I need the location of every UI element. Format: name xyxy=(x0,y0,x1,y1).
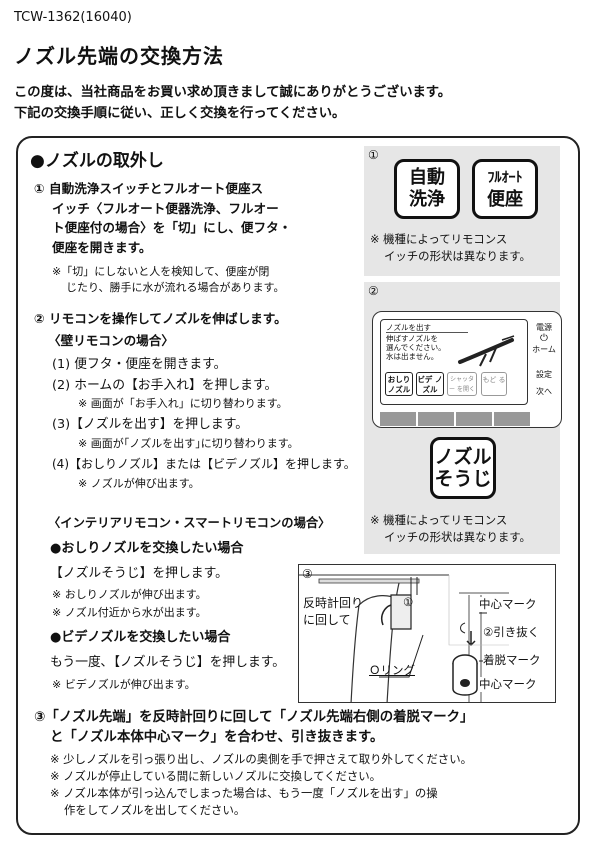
step2-item-4: (4)【おしりノズル】または【ビデノズル】を押します。 xyxy=(52,457,356,471)
screen-title: ノズルを出す xyxy=(386,323,468,333)
wall-remote-heading: 〈壁リモコンの場合〉 xyxy=(48,333,174,348)
interior-remote-heading: 〈インテリアリモコン・スマートリモコンの場合〉 xyxy=(48,516,331,530)
nozzle-clean-line-1: ノズル xyxy=(434,446,492,468)
figure-2-label: ② xyxy=(368,284,379,298)
attach-mark-label: 着脱マーク xyxy=(483,653,541,668)
figure-3-panel: ③ 反時計回り に回して ① 中心マーク ②引き抜く 着脱マーク 中心マーク Ｏ… xyxy=(298,564,556,703)
step1-line-1: ① 自動洗浄スイッチとフルオート便座ス xyxy=(34,181,264,196)
step2-item-3: (3)【ノズルを出す】を押します。 xyxy=(52,417,249,432)
center-mark-label-2: 中心マーク xyxy=(479,677,537,692)
figure-1-label: ① xyxy=(368,148,379,162)
bide-heading: ●ビデノズルを交換したい場合 xyxy=(50,630,231,645)
step1-note-2: じたり、勝手に水が流れる場合があります。 xyxy=(66,281,285,294)
screen-button-bide: ビデ ノズル xyxy=(416,372,444,396)
product-code: TCW-1362(16040) xyxy=(14,10,132,25)
step3-note-1: ※ 少しノズルを引っ張り出し、ノズルの奥側を手で押さえて取り外してください。 xyxy=(50,752,472,766)
step2-item-2-note: ※ 画面が「お手入れ」に切り替わります。 xyxy=(78,397,288,410)
figure-1-note-1: ※ 機種によってリモコンス xyxy=(370,232,508,246)
nozzle-removal-illustration xyxy=(299,574,509,702)
rotate-line-2: に回して xyxy=(303,613,351,627)
full-auto-line-2: 便座 xyxy=(487,189,523,210)
remote-key-1 xyxy=(380,412,416,426)
screen-button-shutter: シャッター を開く xyxy=(447,372,477,396)
step1-note-1: ※「切」にしないと人を検知して、便座が閉 xyxy=(52,265,270,278)
center-mark-label-1: 中心マーク xyxy=(479,597,537,612)
intro-line-1: この度は、当社商品をお買い求め頂きまして誠にありがとうございます。 xyxy=(14,85,452,100)
oshiri-heading: ●おしりノズルを交換したい場合 xyxy=(50,541,244,556)
pull-out-label: ②引き抜く xyxy=(483,625,540,640)
remote-screen-text: ノズルを出す 伸ばすノズルを 選んでください。 水は出ません。 xyxy=(386,323,468,361)
step1-line-4: 便座を開きます。 xyxy=(52,239,152,255)
figure-1-note: ※ 機種によってリモコンス イッチの形状は異なります。 xyxy=(370,231,531,265)
content-frame xyxy=(16,136,580,835)
page-title: ノズル先端の交換方法 xyxy=(14,44,224,68)
remote-key-2 xyxy=(418,412,454,426)
step1-text: ① 自動洗浄スイッチとフルオート便座ス イッチ〈フルオート便器洗浄、フルオー ト… xyxy=(34,179,291,257)
step1-line-2: イッチ〈フルオート便器洗浄、フルオー xyxy=(52,200,279,216)
oshiri-text: 【ノズルそうじ】を押します。 xyxy=(50,566,228,581)
rotate-step-marker: ① xyxy=(403,595,414,609)
nozzle-clean-button: ノズルそうじ xyxy=(430,437,496,499)
next-label: 次へ xyxy=(536,387,552,396)
step3-line-2: と「ノズル本体中心マーク」を合わせ、引き抜きます。 xyxy=(50,730,384,745)
figure-2-note-2: イッチの形状は異なります。 xyxy=(384,530,531,544)
intro-line-2: 下記の交換手順に従い、正しく交換を行ってください。 xyxy=(14,106,346,121)
oshiri-note-2: ※ ノズル付近から水が出ます。 xyxy=(52,606,207,619)
nozzle-clean-line-2: そうじ xyxy=(434,468,492,490)
screen-line-1: 伸ばすノズルを xyxy=(386,334,439,343)
step2-item-1: (1) 便フタ・便座を開きます。 xyxy=(52,357,227,372)
power-icon: ⏻ xyxy=(540,333,548,344)
screen-button-oshiri: おしり ノズル xyxy=(385,372,413,396)
screen-line-3: 水は出ません。 xyxy=(386,352,439,361)
full-auto-line-1: ﾌﾙｵｰﾄ xyxy=(487,170,523,186)
remote-key-3 xyxy=(456,412,492,426)
figure-3-label: ③ xyxy=(302,567,313,581)
step1-line-3: ト便座付の場合〉を「切」にし、便フタ・ xyxy=(52,220,292,235)
figure-1-note-2: イッチの形状は異なります。 xyxy=(384,249,531,263)
auto-flush-line-1: 自動 xyxy=(409,167,445,188)
remote-side-labels: 電源 ⏻ ホーム 設定 次へ xyxy=(532,322,556,397)
auto-flush-line-2: 洗浄 xyxy=(409,189,445,210)
step3-note-2: ※ ノズルが停止している間に新しいノズルに交換してください。 xyxy=(50,769,382,783)
step2-items: (1) 便フタ・便座を開きます。 (2) ホームの【お手入れ】を押します。 ※ … xyxy=(52,355,356,492)
step2-heading: ② リモコンを操作してノズルを伸ばします。 xyxy=(34,311,287,326)
step3-note-4: 作をしてノズルを出してください。 xyxy=(64,803,246,817)
oring-label: Ｏリング xyxy=(369,663,415,677)
step3-line-1: ③「ノズル先端」を反時計回りに回して「ノズル先端右側の着脱マーク」 xyxy=(34,710,474,725)
full-auto-seat-button: ﾌﾙｵｰﾄ 便座 xyxy=(472,159,538,219)
step3-note-3: ※ ノズル本体が引っ込んでしまった場合は、もう一度「ノズルを出す」の操 xyxy=(50,786,438,800)
auto-flush-button: 自動洗浄 xyxy=(394,159,460,219)
home-label: ホーム xyxy=(532,345,556,354)
rotate-line-1: 反時計回り xyxy=(303,596,364,610)
home-icon xyxy=(532,355,556,369)
oshiri-note-1: ※ おしりノズルが伸び出ます。 xyxy=(52,588,207,601)
figure-2-note: ※ 機種によってリモコンス イッチの形状は異なります。 xyxy=(370,512,531,546)
screen-button-back: もど る xyxy=(481,372,507,396)
rotate-instruction: 反時計回り に回して xyxy=(303,595,363,629)
settings-label: 設定 xyxy=(536,370,552,379)
step2-item-2: (2) ホームの【お手入れ】を押します。 xyxy=(52,378,278,393)
nozzle-illustration xyxy=(458,335,515,367)
bide-text: もう一度､【ノズルそうじ】を押します。 xyxy=(50,655,286,670)
step1-notes: ※「切」にしないと人を検知して、便座が閉 じたり、勝手に水が流れる場合があります… xyxy=(52,264,284,296)
remote-screen xyxy=(380,319,528,405)
intro-text: この度は、当社商品をお買い求め頂きまして誠にありがとうございます。 下記の交換手… xyxy=(14,82,451,124)
screen-line-2: 選んでください。 xyxy=(386,343,446,352)
step2-item-3-note: ※ 画面が｢ノズルを出す｣に切り替わります。 xyxy=(78,437,299,450)
step3-notes: ※ 少しノズルを引っ張り出し、ノズルの奥側を手で押さえて取り外してください。 ※… xyxy=(50,751,472,819)
remote-key-4 xyxy=(494,412,530,426)
section-title: ●ノズルの取外し xyxy=(30,151,164,171)
power-label: 電源 xyxy=(536,323,552,332)
oshiri-notes: ※ おしりノズルが伸び出ます。 ※ ノズル付近から水が出ます。 xyxy=(52,587,207,621)
step3-text: ③「ノズル先端」を反時計回りに回して「ノズル先端右側の着脱マーク」 と「ノズル本… xyxy=(34,708,473,748)
bide-note: ※ ビデノズルが伸び出ます。 xyxy=(52,678,196,691)
step2-item-4-note: ※ ノズルが伸び出ます。 xyxy=(78,477,200,490)
remote-bottom-keys xyxy=(380,412,530,426)
figure-2-note-1: ※ 機種によってリモコンス xyxy=(370,513,508,527)
